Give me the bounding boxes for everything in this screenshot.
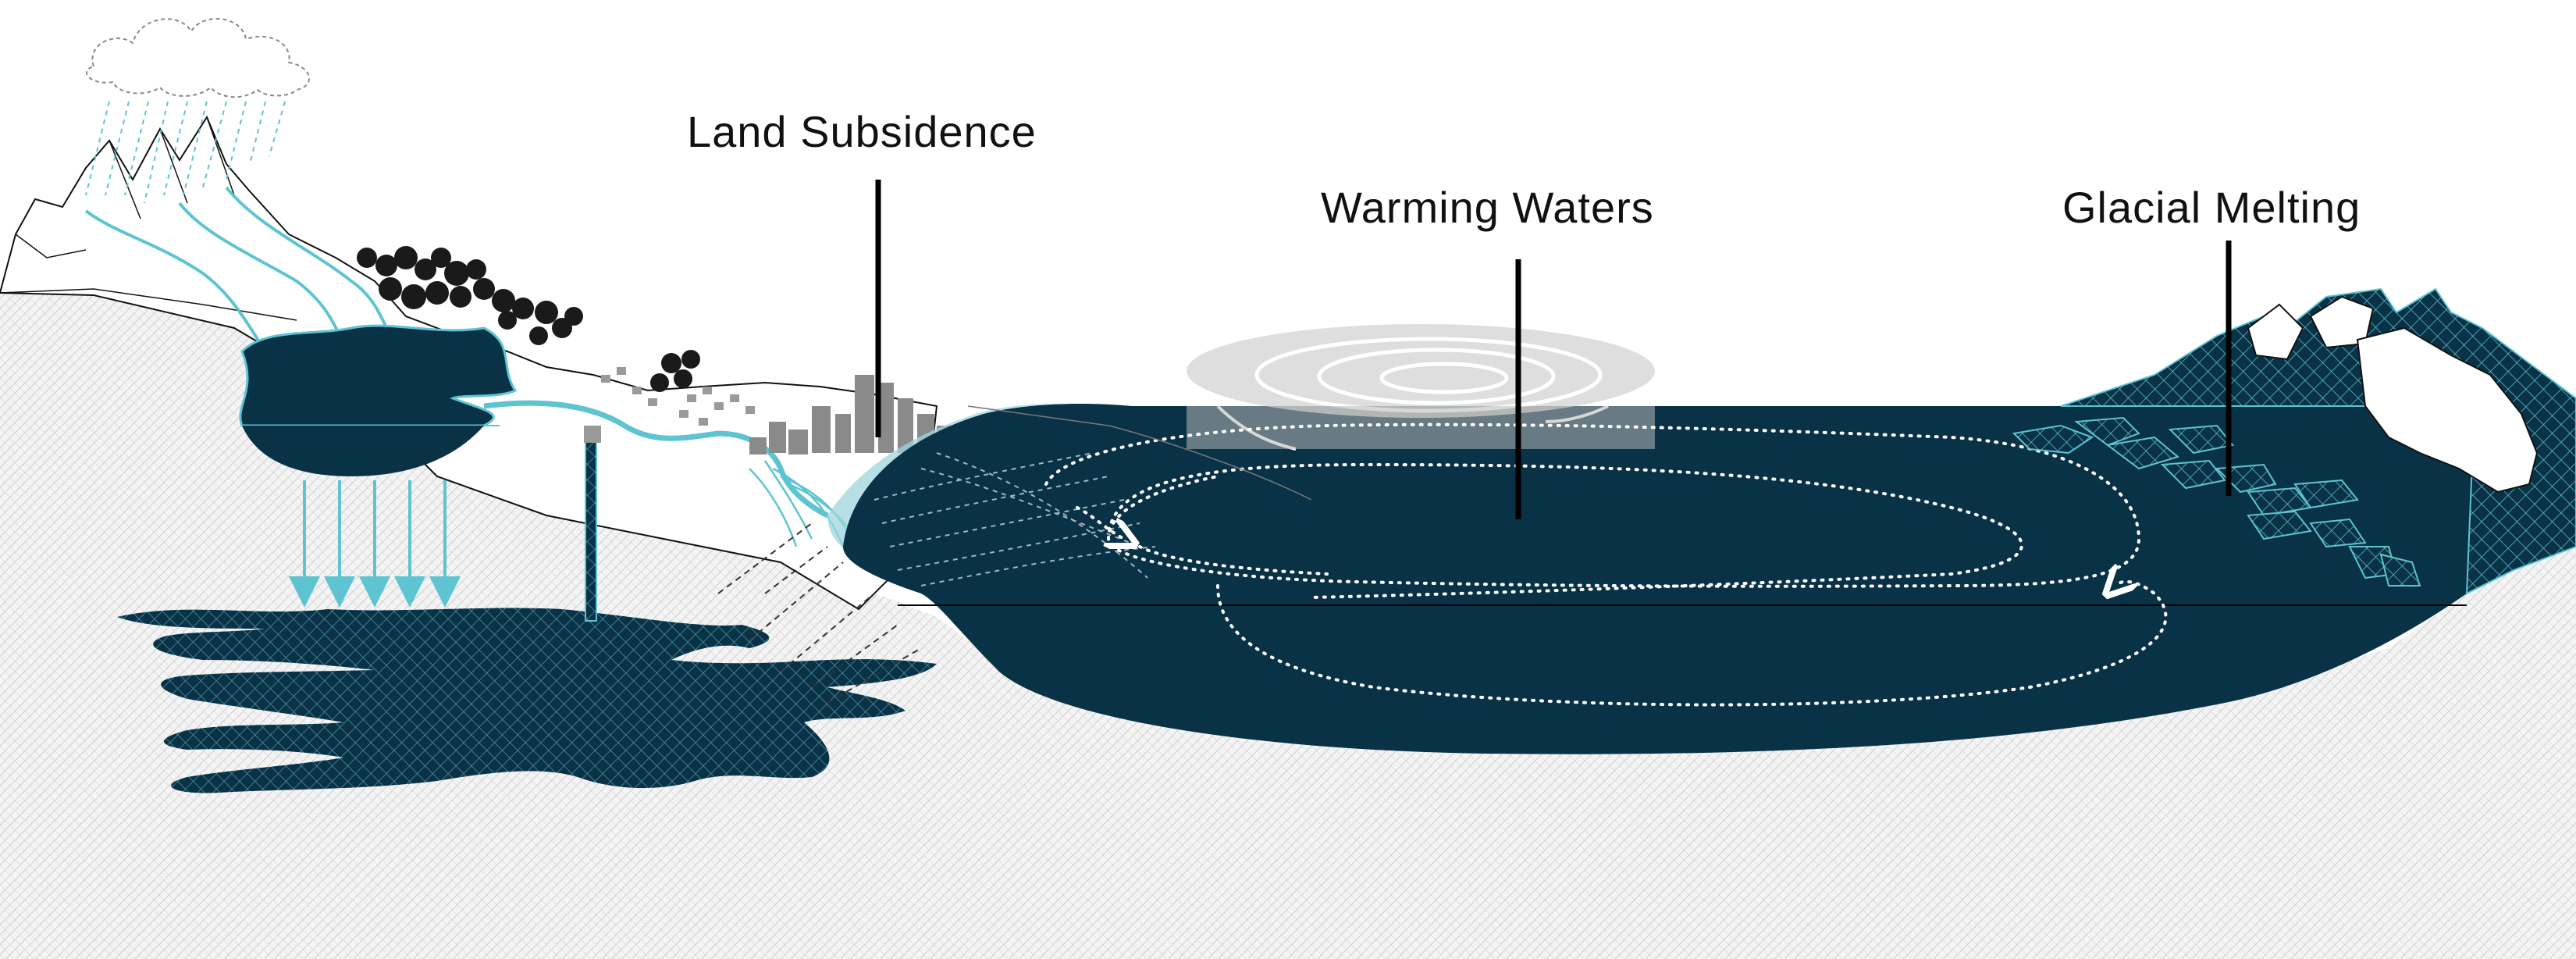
ridge-lines (0, 116, 297, 321)
mountain-streams (84, 186, 392, 353)
subsidence-dashes (717, 522, 922, 704)
well-pipe (585, 433, 597, 622)
well-head (584, 426, 601, 443)
ocean-currents (1044, 422, 2168, 707)
suburban-buildings (601, 367, 755, 426)
lake-bed (242, 426, 484, 476)
hurricane-icon (1187, 324, 1655, 451)
glacial-melting-label: Glacial Melting (2062, 183, 2361, 232)
land-subsidence-label: Land Subsidence (687, 107, 1037, 156)
infiltration-arrows (289, 480, 461, 608)
glacier-peaks (2247, 295, 2539, 494)
coast-pointer (967, 405, 1312, 501)
forest-trees (357, 246, 700, 392)
ground-section (0, 293, 2576, 959)
mountain-lake (239, 324, 518, 427)
rain-cloud-icon (85, 18, 310, 98)
rain-streaks (85, 101, 286, 204)
ocean (843, 404, 2475, 754)
river (483, 400, 829, 519)
ice-floes (2012, 416, 2421, 586)
groundwater-aquifer (117, 608, 937, 793)
warming-waters-label: Warming Waters (1321, 183, 1654, 232)
